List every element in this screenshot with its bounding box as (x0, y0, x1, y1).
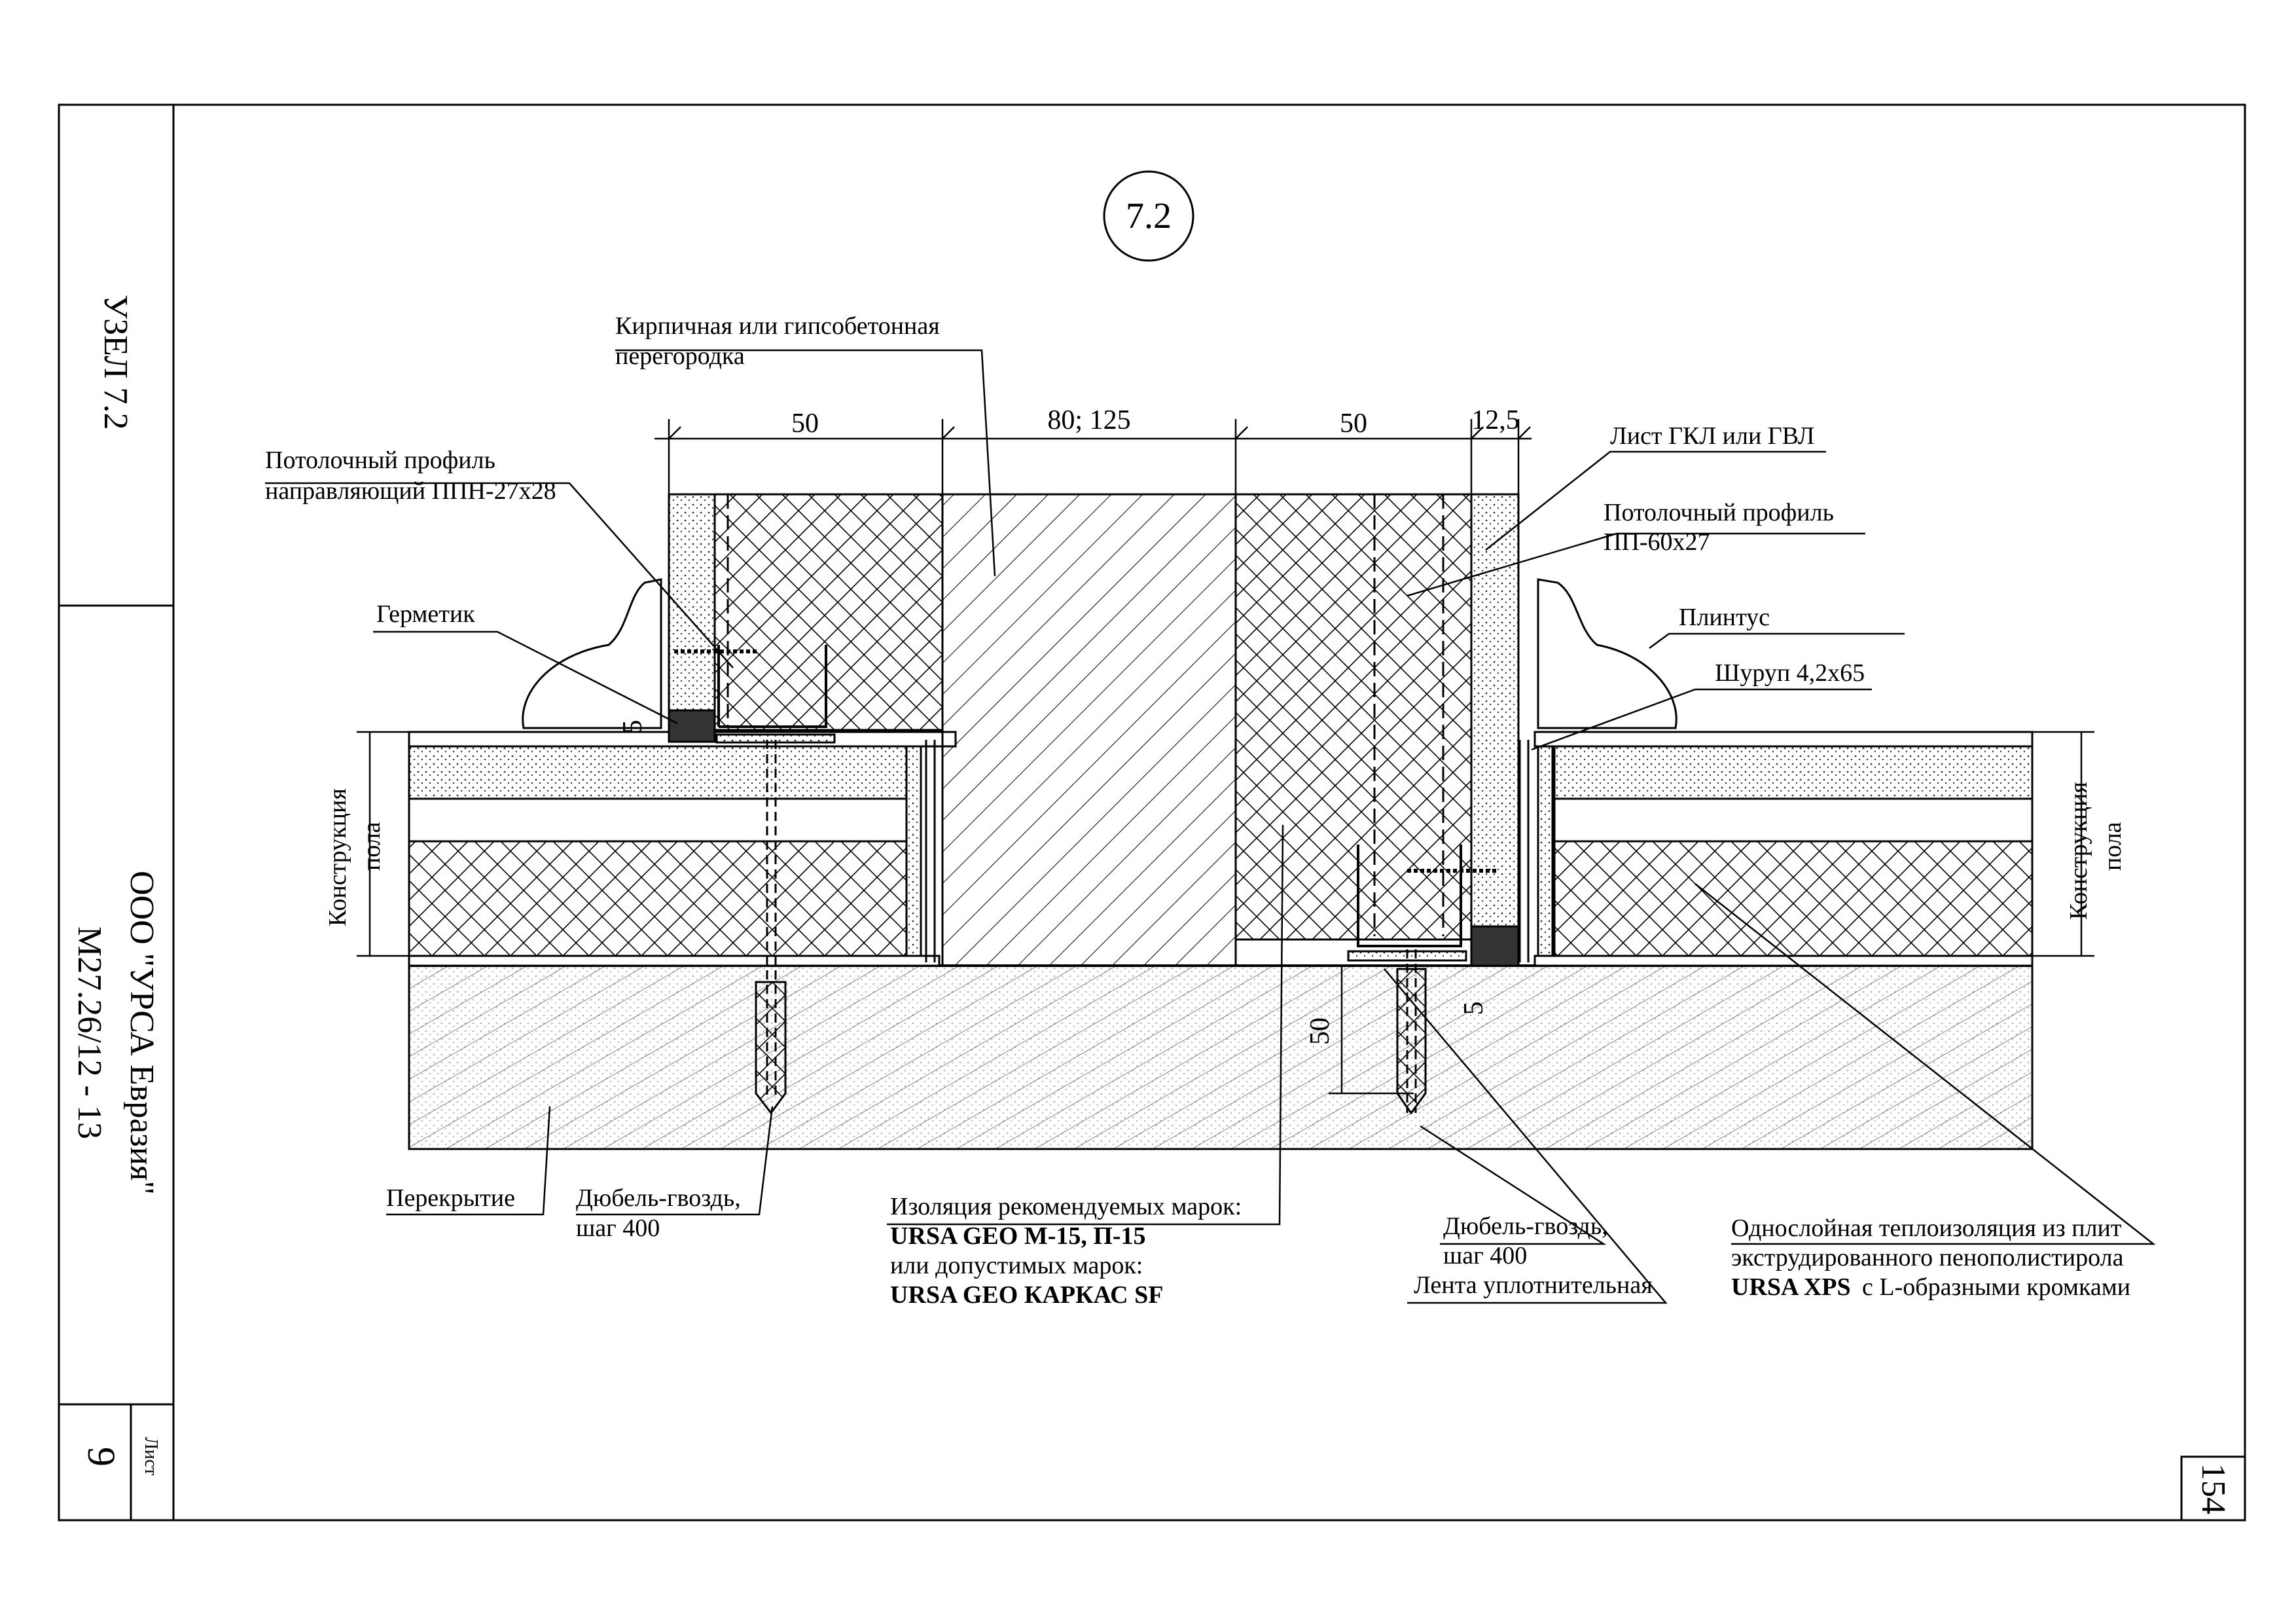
svg-text:Изоляция рекомендуемых марок:: Изоляция рекомендуемых марок: (890, 1193, 1242, 1220)
svg-text:перегородка: перегородка (615, 342, 745, 370)
svg-text:шаг 400: шаг 400 (576, 1214, 660, 1242)
partition-lining-right (1234, 493, 1677, 967)
floor-construction-left (408, 731, 957, 967)
svg-text:Однослойная теплоизоляция из п: Однослойная теплоизоляция из плит (1731, 1214, 2122, 1242)
svg-text:Потолочный профиль: Потолочный профиль (265, 447, 495, 474)
company-name: ООО "УРСА Евразия" (123, 871, 160, 1195)
svg-text:URSA GEO КАРКАС SF: URSA GEO КАРКАС SF (890, 1281, 1163, 1309)
floor-slab (408, 964, 2034, 1150)
dimension-lines (357, 419, 2094, 1095)
svg-text:пола: пола (2099, 822, 2126, 871)
svg-text:шаг 400: шаг 400 (1443, 1242, 1527, 1269)
svg-text:ПП-60х27: ПП-60х27 (1604, 528, 1710, 556)
svg-text:экструдированного пенополистир: экструдированного пенополистирола (1731, 1244, 2124, 1271)
dowel-left (755, 740, 787, 1115)
label-screw: Шуруп 4,2х65 (1715, 659, 1865, 687)
dowel-right (1396, 949, 1427, 1115)
label-xps: Однослойная теплоизоляция из плит экстру… (1731, 1214, 2130, 1301)
dim-gap-left: 5 (618, 720, 648, 734)
svg-text:с L-образными кромками: с L-образными кромками (1862, 1273, 2130, 1301)
dim-right-insulation: 50 (1340, 409, 1367, 439)
node-title: УЗЕЛ 7.2 (97, 295, 134, 430)
svg-text:Конструкция: Конструкция (2065, 782, 2092, 920)
sheet-label: Лист (141, 1437, 161, 1476)
svg-text:пола: пола (358, 822, 386, 871)
partition-lining-left (522, 493, 944, 744)
label-sheet-gkl: Лист ГКЛ или ГВЛ (1610, 422, 1814, 450)
dim-left-insulation: 50 (791, 409, 819, 439)
label-sealing-tape: Лента уплотнительная (1414, 1271, 1653, 1299)
label-slab: Перекрытие (386, 1184, 515, 1212)
document-code: М27.26/12 - 13 (71, 926, 108, 1139)
label-ceiling-profile: Потолочный профиль ПП-60х27 (1604, 499, 1834, 556)
svg-text:или допустимых марок:: или допустимых марок: (890, 1252, 1143, 1279)
page-number: 154 (2195, 1463, 2232, 1514)
frame (58, 103, 2246, 1522)
label-dowel-left: Дюбель-гвоздь, шаг 400 (576, 1184, 741, 1242)
svg-text:Дюбель-гвоздь,: Дюбель-гвоздь, (576, 1184, 741, 1212)
floor-construction-right (1518, 731, 2034, 967)
svg-text:Дюбель-гвоздь,: Дюбель-гвоздь, (1443, 1213, 1608, 1240)
node-marker-circle (1103, 170, 1194, 262)
svg-text:URSA GEO М-15, П-15: URSA GEO М-15, П-15 (890, 1222, 1146, 1250)
label-floor-right: Конструкция пола (2065, 782, 2126, 920)
sheet-number: 9 (80, 1447, 123, 1467)
leader-lines (265, 349, 2156, 1304)
label-insulation: Изоляция рекомендуемых марок: URSA GEO М… (890, 1193, 1242, 1309)
label-dowel-right: Дюбель-гвоздь, шаг 400 (1443, 1213, 1608, 1269)
svg-text:Потолочный профиль: Потолочный профиль (1604, 499, 1834, 526)
label-partition: Кирпичная или гипсобетонная перегородка (615, 312, 940, 370)
label-baseboard: Плинтус (1679, 604, 1770, 631)
dim-partition: 80; 125 (1047, 405, 1130, 435)
masonry-partition (941, 493, 1237, 967)
label-sealant: Герметик (376, 600, 475, 628)
dim-anchor: 50 (1305, 1017, 1335, 1045)
svg-text:URSA XPS: URSA XPS (1731, 1273, 1851, 1301)
label-guide-profile: Потолочный профиль направляющий ППН-27х2… (265, 447, 556, 505)
label-floor-left: Конструкция пола (324, 788, 386, 926)
dim-gap-right: 5 (1459, 1002, 1489, 1015)
dim-sheet: 12,5 (1471, 405, 1520, 435)
svg-text:направляющий ППН-27х28: направляющий ППН-27х28 (265, 477, 556, 505)
node-marker-label: 7.2 (1126, 196, 1172, 236)
svg-text:Кирпичная или гипсобетонная: Кирпичная или гипсобетонная (615, 312, 940, 340)
svg-text:Конструкция: Конструкция (324, 788, 351, 926)
